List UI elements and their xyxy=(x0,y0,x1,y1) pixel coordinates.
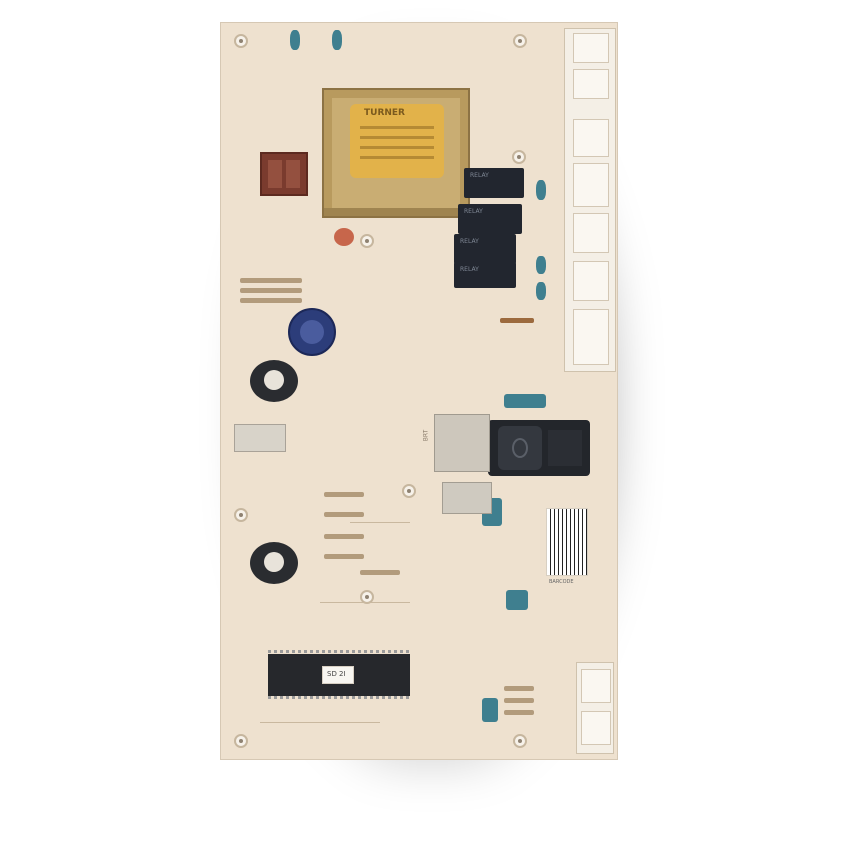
transformer-label: TURNER xyxy=(350,104,444,178)
sticker-text: BARCODE xyxy=(549,579,574,585)
potentiometer xyxy=(250,360,298,402)
transformer-label-text: TURNER xyxy=(364,108,405,118)
valve-connector xyxy=(488,420,590,476)
power-terminal xyxy=(260,152,308,196)
resistor xyxy=(504,698,534,703)
mounting-hole xyxy=(234,34,248,48)
transformer-small xyxy=(442,482,492,514)
blue-capacitor xyxy=(536,180,546,200)
resistor xyxy=(240,278,302,283)
resistor xyxy=(324,512,364,517)
blue-capacitor xyxy=(504,394,546,408)
microcontroller-chip: SD 2I xyxy=(268,654,410,696)
blue-capacitor xyxy=(290,30,300,50)
resistor xyxy=(324,534,364,539)
mounting-hole xyxy=(234,734,248,748)
transformer: TURNER xyxy=(322,88,470,218)
mounting-hole xyxy=(402,484,416,498)
resistor xyxy=(324,554,364,559)
silkscreen-text: BRT xyxy=(422,429,430,442)
blue-capacitor xyxy=(536,256,546,274)
resistor xyxy=(500,318,534,323)
connector-strip xyxy=(564,28,616,372)
mounting-hole xyxy=(513,734,527,748)
electrolytic-capacitor xyxy=(288,308,336,356)
mounting-hole xyxy=(512,150,526,164)
resistor xyxy=(360,570,400,575)
resistor xyxy=(504,686,534,691)
resistor xyxy=(504,710,534,715)
relay: RELAY xyxy=(454,262,516,288)
mounting-hole xyxy=(360,234,374,248)
blue-capacitor xyxy=(482,698,498,722)
chip-label: SD 2I xyxy=(327,670,346,678)
orange-capacitor xyxy=(334,228,354,246)
relay: RELAY xyxy=(458,204,522,234)
blue-capacitor xyxy=(536,282,546,300)
ic-small xyxy=(434,414,490,472)
blue-capacitor xyxy=(332,30,342,50)
chip-pins xyxy=(268,650,410,653)
mounting-hole xyxy=(360,590,374,604)
resistor xyxy=(240,288,302,293)
heatsink-module xyxy=(234,424,286,452)
potentiometer xyxy=(250,542,298,584)
pcb-board: TURNER RELAY RELAY RELAY RELAY SD 2I xyxy=(220,22,618,760)
connector-bottom-right xyxy=(576,662,614,754)
mounting-hole xyxy=(513,34,527,48)
mounting-hole xyxy=(234,508,248,522)
barcode-sticker: BARCODE xyxy=(546,508,588,585)
resistor xyxy=(240,298,302,303)
chip-pins xyxy=(268,696,410,699)
relay: RELAY xyxy=(454,234,516,264)
blue-capacitor xyxy=(506,590,528,610)
resistor xyxy=(324,492,364,497)
relay: RELAY xyxy=(464,168,524,198)
